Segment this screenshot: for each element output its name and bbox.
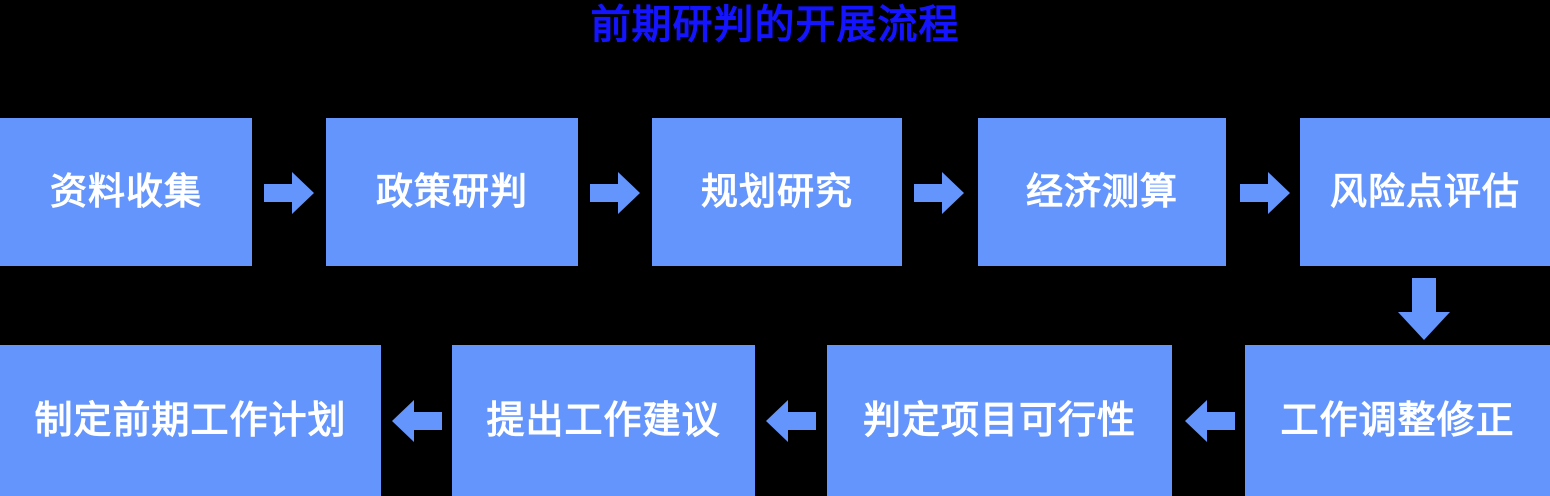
flow-node-label: 政策研判	[376, 169, 528, 213]
flow-node-label: 提出工作建议	[486, 397, 721, 442]
flow-node-gongzuotiaozhengxiuzheng[interactable]: 工作调整修正	[1245, 345, 1550, 496]
arrow-right-icon-4	[1240, 172, 1290, 214]
flow-node-fengxiandianpinggu[interactable]: 风险点评估	[1300, 118, 1550, 266]
flow-node-label: 规划研究	[701, 169, 853, 213]
flow-node-label: 工作调整修正	[1280, 397, 1515, 442]
flow-node-zhengceyanpan[interactable]: 政策研判	[326, 118, 578, 266]
flow-node-zhidingqianqigongzuojihua[interactable]: 制定前期工作计划	[0, 345, 381, 496]
flow-node-jingjiceduan[interactable]: 经济测算	[978, 118, 1226, 266]
arrow-right-icon-1	[264, 172, 314, 214]
arrow-left-icon-1	[1185, 400, 1235, 442]
flow-node-guihuayanjiu[interactable]: 规划研究	[652, 118, 902, 266]
flow-node-label: 风险点评估	[1330, 169, 1520, 213]
flow-node-ziliaoshouji[interactable]: 资料收集	[0, 118, 252, 266]
flow-node-label: 经济测算	[1026, 169, 1178, 213]
arrow-right-icon-2	[590, 172, 640, 214]
page-title: 前期研判的开展流程	[590, 2, 960, 48]
flow-node-label: 制定前期工作计划	[34, 397, 347, 442]
flow-node-tichugongzuojianyi[interactable]: 提出工作建议	[452, 345, 755, 496]
flow-node-label: 资料收集	[50, 169, 202, 213]
arrow-right-icon-3	[914, 172, 964, 214]
arrow-left-icon-3	[392, 400, 442, 442]
arrow-left-icon-2	[766, 400, 816, 442]
flow-node-pandingxiangmukexingxing[interactable]: 判定项目可行性	[827, 345, 1172, 496]
flow-node-label: 判定项目可行性	[862, 397, 1136, 442]
arrow-down-icon-1	[1398, 278, 1450, 340]
